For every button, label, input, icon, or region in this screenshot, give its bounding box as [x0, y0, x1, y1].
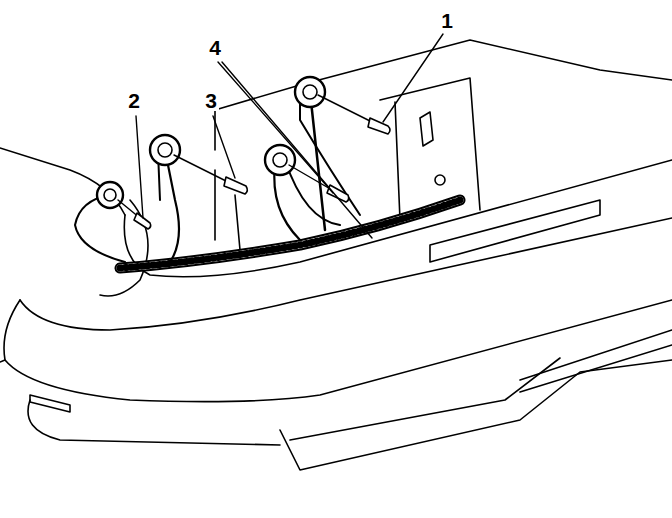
- name-recess: [430, 200, 600, 262]
- leader-line: [222, 62, 372, 238]
- panel-slot: [420, 112, 433, 146]
- bumper-line: [520, 345, 672, 392]
- panel-bracket: [380, 78, 480, 210]
- body-edge: [0, 148, 125, 215]
- callout-number: 2: [126, 90, 142, 111]
- panel-bracket: [395, 102, 400, 220]
- bumper-recess: [280, 360, 672, 470]
- bumper-recess-inner: [290, 358, 560, 440]
- socket-4: [265, 145, 349, 240]
- callout-number: 3: [203, 90, 219, 111]
- leader-line: [213, 116, 235, 178]
- reflector: [30, 395, 70, 412]
- callout-number: 1: [439, 10, 455, 31]
- socket-2: [75, 182, 151, 262]
- leader-line: [383, 34, 443, 122]
- bumper-lower: [28, 400, 280, 445]
- harness: [120, 200, 460, 268]
- leader-line: [136, 116, 143, 218]
- callout-number: 4: [207, 37, 223, 58]
- leader-line: [218, 62, 333, 193]
- socket-3: [150, 135, 247, 262]
- fascia-edge: [0, 360, 5, 362]
- bumper-line: [520, 330, 672, 380]
- panel-hole: [435, 175, 445, 185]
- harness: [120, 200, 460, 268]
- fascia-face: [4, 300, 672, 402]
- harness-ribs: [120, 200, 460, 268]
- lamp-pocket: [100, 200, 148, 296]
